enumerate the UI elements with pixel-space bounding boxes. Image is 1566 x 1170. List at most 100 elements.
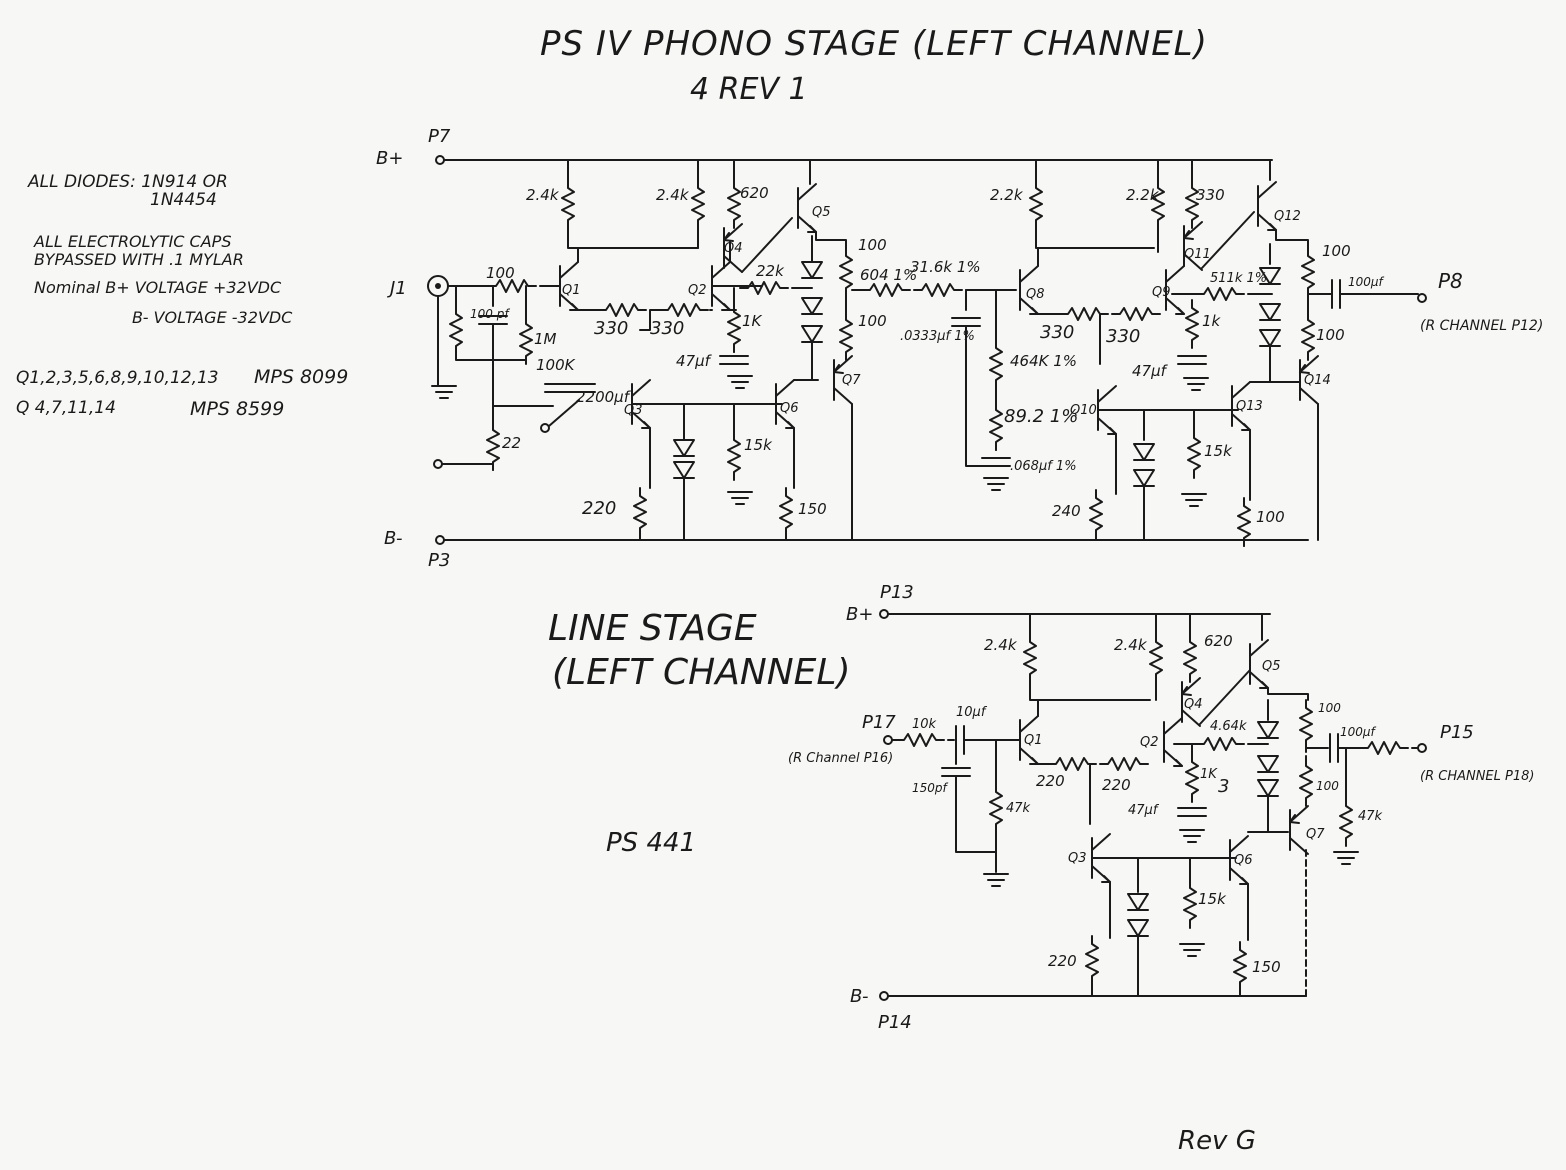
note-bminus-voltage: B- VOLTAGE -32VDC <box>132 308 293 327</box>
label-r-22k-c: 2.2k <box>1126 186 1160 204</box>
line-bminus-label: B- <box>850 986 869 1007</box>
label-r-22: 22 <box>502 434 521 452</box>
label-r-22k: 22k <box>756 262 785 280</box>
label-c-47b: 47µf <box>1132 362 1169 380</box>
q10-bias-diode-2 <box>1133 469 1155 487</box>
line-label-r-220-a: 220 <box>1036 772 1065 790</box>
line-stage-title-2: (LEFT CHANNEL) <box>552 652 851 693</box>
phono-bplus-label: B+ <box>376 148 403 169</box>
line-q3-bias-diode-2 <box>1127 919 1149 937</box>
label-q14: Q14 <box>1304 373 1331 388</box>
line-label-r-15k: 15k <box>1198 890 1227 908</box>
line-bplus-label: B+ <box>846 604 873 625</box>
load-resistor <box>449 305 463 355</box>
phono-bplus-terminal[interactable] <box>435 155 445 165</box>
q3-bias-diode-1 <box>673 439 695 457</box>
label-r-100-out2: 100 <box>1316 326 1345 344</box>
label-r-150: 150 <box>798 500 827 518</box>
riaa-resistor-604 <box>861 283 911 297</box>
output-bias-diode-2 <box>1259 303 1281 321</box>
q3-emitter-resistor-220 <box>633 487 647 537</box>
note-npn-list: Q1,2,3,5,6,8,9,10,12,13 <box>16 368 219 388</box>
label-r-100-q13: 100 <box>1256 508 1285 526</box>
q1-emitter-resistor <box>597 303 647 317</box>
bias-resistor-15k-2 <box>1187 429 1201 479</box>
schematic-revision: 4 REV 1 <box>690 72 808 107</box>
label-r-24k-b: 2.4k <box>656 186 690 204</box>
label-q10: Q10 <box>1070 403 1097 418</box>
line-bias-diode-2 <box>1257 755 1279 773</box>
label-r-316: 31.6k 1% <box>910 258 981 276</box>
label-r-330-d: 330 <box>1040 322 1074 343</box>
phono-bminus-terminal[interactable] <box>435 535 445 545</box>
label-r-15k-b: 15k <box>1204 442 1233 460</box>
q3-bias-diode-2 <box>673 461 695 479</box>
line-q2-emitter-resistor <box>1099 757 1149 771</box>
label-q3: Q3 <box>624 403 643 418</box>
label-r-240: 240 <box>1052 502 1081 520</box>
label-r-330-c: 330 <box>1196 186 1225 204</box>
label-r-100-q7: 100 <box>858 312 887 330</box>
note-pnp-list: Q 4,7,11,14 <box>16 398 116 418</box>
note-pnp-part: MPS 8599 <box>190 398 285 420</box>
q1-collector-resistor <box>561 179 575 229</box>
line-label-r-47k-b: 47k <box>1358 809 1383 824</box>
line-label-c-47: 47µf <box>1128 803 1160 818</box>
note-npn-part: MPS 8099 <box>254 366 349 388</box>
p15-terminal[interactable] <box>1417 743 1427 753</box>
output-cap-100uf <box>1331 279 1341 309</box>
line-label-q6: Q6 <box>1234 853 1253 868</box>
line-q1-collector-resistor <box>1023 633 1037 683</box>
line-p15-note: (R CHANNEL P18) <box>1420 769 1534 784</box>
line-q5-emitter-resistor <box>1299 699 1313 749</box>
label-r-1k-b: 1k <box>1202 312 1222 330</box>
line-output-ground <box>1333 851 1359 865</box>
line-bminus-terminal[interactable] <box>879 991 889 1001</box>
label-c-068: .068µf 1% <box>1010 459 1077 474</box>
line-label-r-620: 620 <box>1204 632 1233 650</box>
line-label-c-150pf: 150pf <box>912 781 949 795</box>
line-label-r-47k: 47k <box>1006 801 1031 816</box>
label-c-47: 47µf <box>676 352 713 370</box>
line-q2-transistor <box>1163 717 1183 767</box>
label-r-330-a: 330 <box>594 318 628 339</box>
label-q1: Q1 <box>562 283 581 298</box>
line-label-r-100-a: 100 <box>1318 701 1341 715</box>
q14-emitter-resistor <box>1301 311 1315 361</box>
line-bypass-cap-47uf <box>1177 807 1207 817</box>
line-bplus-terminal[interactable] <box>879 609 889 619</box>
line-p17-label: P17 <box>862 712 896 733</box>
label-c-100uf: 100µf <box>1348 275 1385 289</box>
label-q4: Q4 <box>724 241 743 256</box>
p17-terminal[interactable] <box>883 735 893 745</box>
q13-emitter-resistor-100 <box>1237 497 1251 547</box>
label-r-100-out: 100 <box>1322 242 1351 260</box>
phono-j1-label: J1 <box>387 278 407 299</box>
feedback-resistor-22k <box>739 281 789 295</box>
q5-emitter-resistor <box>839 247 853 297</box>
label-q9: Q9 <box>1152 285 1171 300</box>
line-label-r-464k: 4.64k <box>1210 719 1247 734</box>
p8-terminal[interactable] <box>1417 293 1427 303</box>
line-q2-collector-resistor <box>1149 633 1163 683</box>
label-q2: Q2 <box>688 283 707 298</box>
line-label-r-100-b: 100 <box>1316 779 1339 793</box>
line-output-resistor <box>1359 741 1409 755</box>
phono-switch-contact[interactable] <box>540 423 550 433</box>
q9-feedback-resistor-1k <box>1185 299 1199 349</box>
riaa-resistor-31k6 <box>913 283 963 297</box>
q4-emitter-resistor <box>727 179 741 229</box>
feedback-resistor-511k <box>1195 287 1245 301</box>
line-label-r-24k-a: 2.4k <box>984 636 1018 654</box>
phono-stage <box>427 155 1427 547</box>
riaa-ground <box>983 477 1009 491</box>
bias-diode-3 <box>801 325 823 343</box>
label-r-15k: 15k <box>744 436 773 454</box>
note-diodes-1: ALL DIODES: 1N914 OR <box>28 172 228 192</box>
label-r-1m: 1M <box>534 330 557 348</box>
label-r-22k-b: 2.2k <box>990 186 1024 204</box>
line-label-q5: Q5 <box>1262 659 1281 674</box>
q6-emitter-resistor-150 <box>779 487 793 537</box>
label-c-0333: .0333µf 1% <box>900 329 975 344</box>
